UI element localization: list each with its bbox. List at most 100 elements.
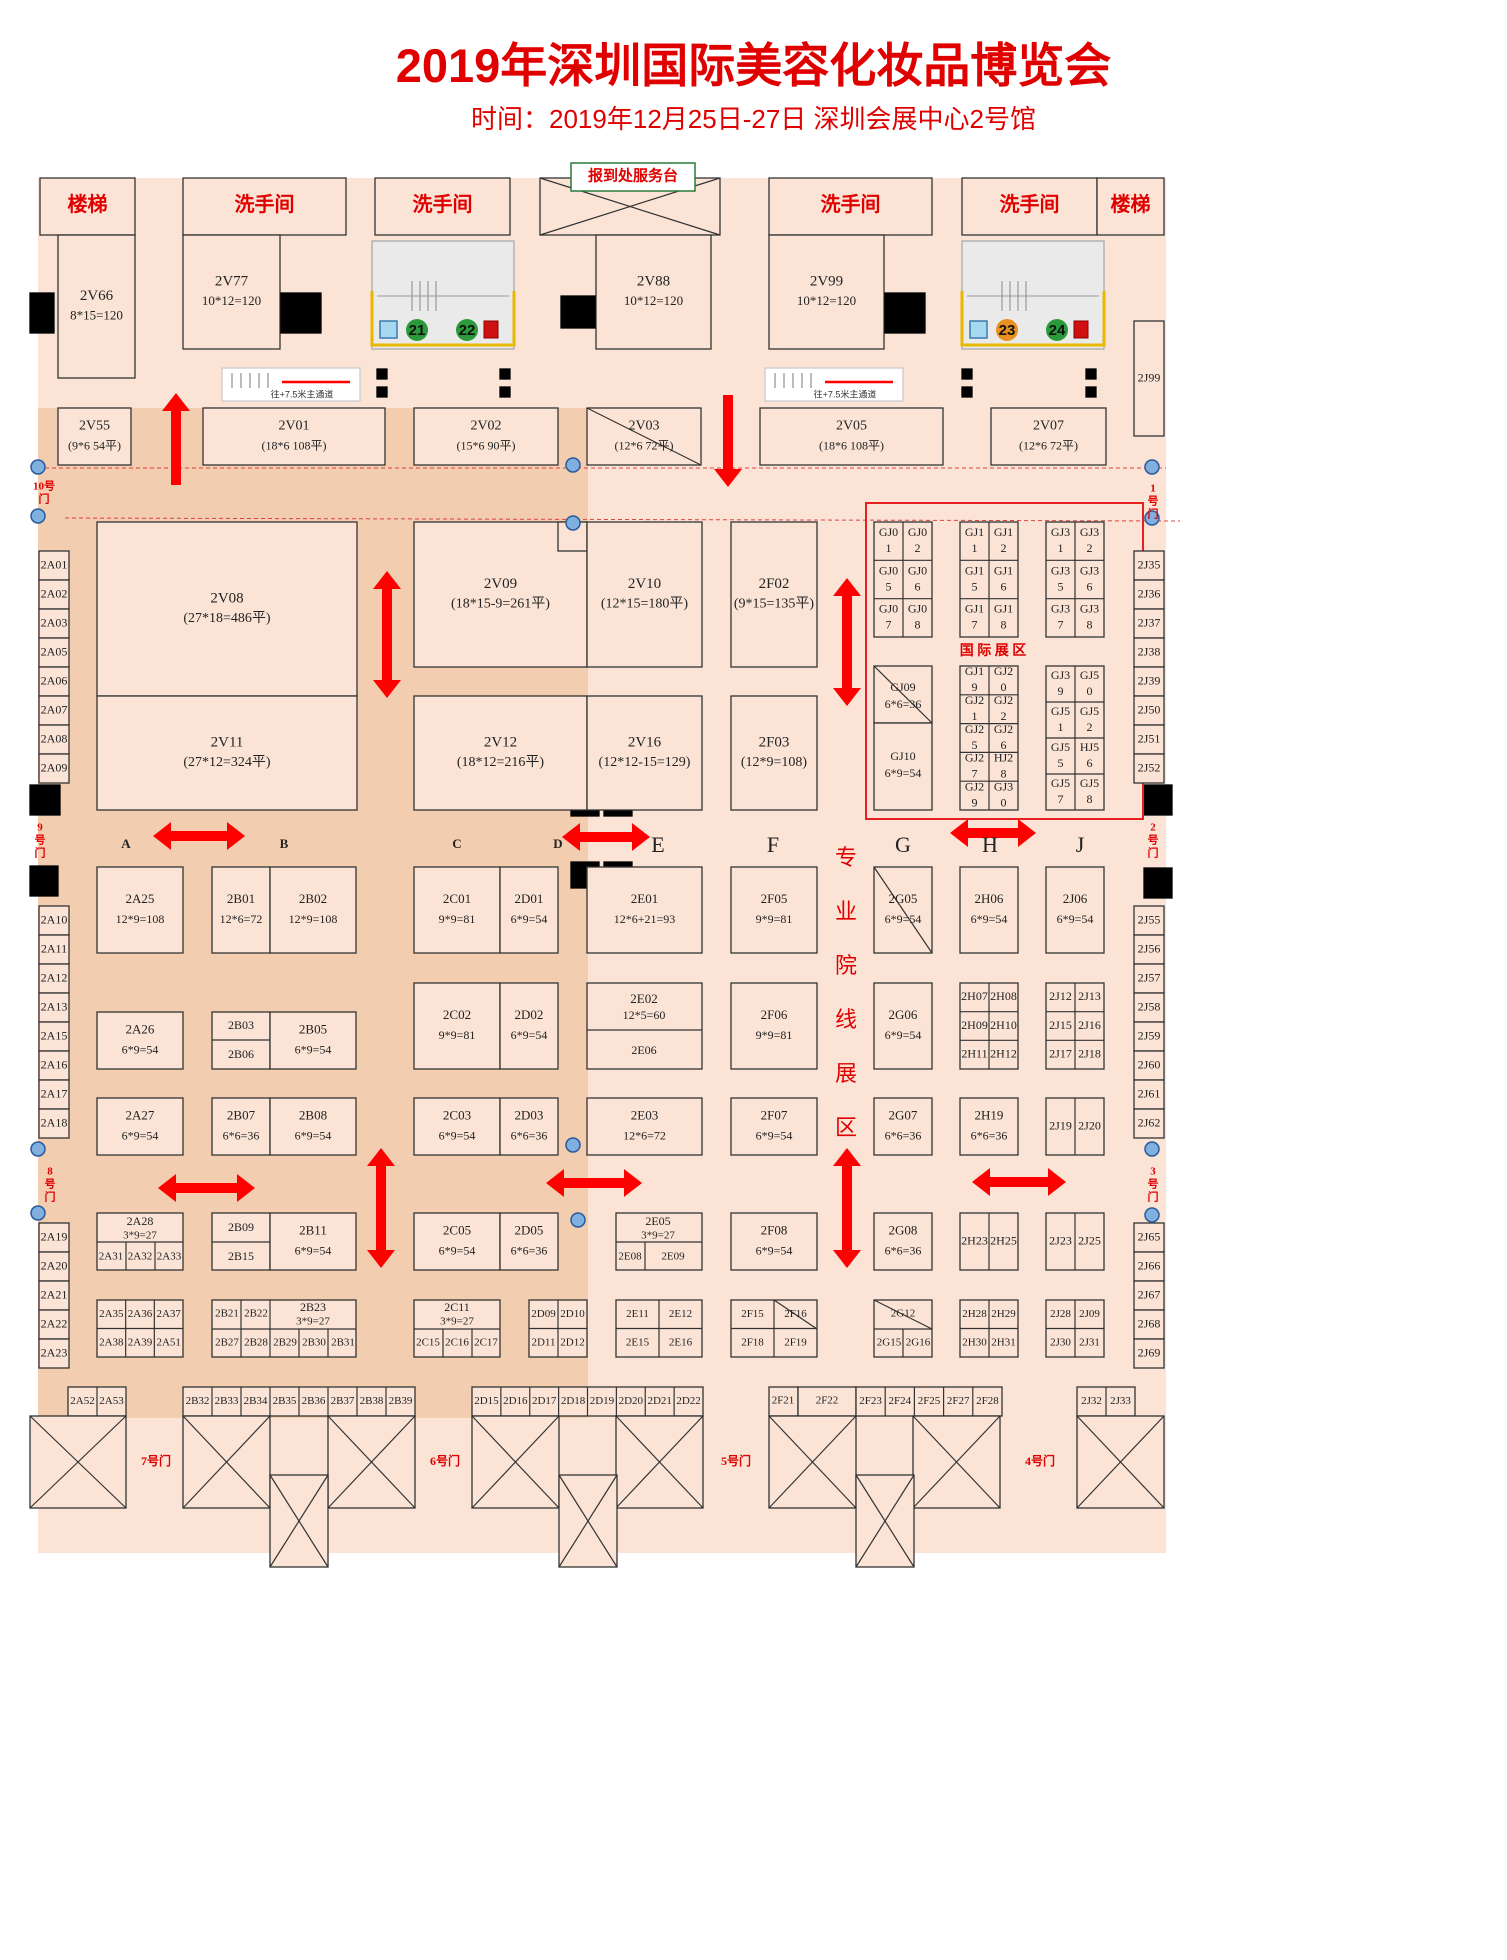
booth-2g08 <box>873 1212 933 1271</box>
booth-id: 2A12 <box>41 970 68 984</box>
arrow-head <box>714 469 742 487</box>
main-aisle-label: 往+7.5米主通道 <box>814 388 877 399</box>
booth-2j58 <box>1133 992 1165 1023</box>
booth-id: 2J35 <box>1138 557 1161 571</box>
booth-id: 2F21 <box>772 1395 795 1407</box>
booth-size: 6*9=54 <box>885 766 922 780</box>
booth-id: GJ3 <box>1051 525 1070 539</box>
booth-id: 2A10 <box>41 912 68 926</box>
booth-size: 6*6=36 <box>511 1128 548 1142</box>
booth-size: 6*9=54 <box>511 912 548 926</box>
booth-id: 1 <box>886 541 892 555</box>
booth-id: 2A07 <box>41 702 68 716</box>
booth-size: 6*6=36 <box>511 1243 548 1257</box>
booth-size: 9*9=81 <box>756 1028 793 1042</box>
arrow-head <box>546 1169 564 1197</box>
booth-2a18 <box>38 1108 70 1139</box>
booth-id: 2A16 <box>41 1057 68 1071</box>
booth-size: 3*9=27 <box>296 1316 330 1328</box>
booth-size: 6*9=54 <box>295 1128 332 1142</box>
booth-id: GJ2 <box>965 693 984 707</box>
column-marker <box>1085 368 1097 380</box>
booth-id: 1 <box>1058 720 1064 734</box>
booth-id: 2A17 <box>41 1086 68 1100</box>
booth-id: 2B36 <box>302 1395 326 1407</box>
flow-arrow <box>367 1148 395 1268</box>
booth-id: 2A20 <box>41 1258 68 1272</box>
booth-2a21 <box>38 1280 70 1311</box>
booth-id: 8 <box>1001 767 1007 781</box>
arrow-shaft <box>564 1178 624 1188</box>
booth-id: 2E01 <box>631 891 658 906</box>
booth-id: 2J57 <box>1138 970 1161 984</box>
booth-2v99 <box>768 234 885 350</box>
booth-id: 2A05 <box>41 644 68 658</box>
booth-id: 2J16 <box>1078 1018 1101 1032</box>
cross-line <box>586 407 702 466</box>
booth-id: 1 <box>1058 541 1064 555</box>
restroom-block <box>768 177 933 236</box>
arrow-head <box>624 1169 642 1197</box>
pillar <box>29 784 61 816</box>
booth-id: 2E08 <box>618 1251 642 1263</box>
reception-sign <box>570 162 696 192</box>
booth-size: 6*6=36 <box>885 697 922 711</box>
booth-2j39 <box>1133 666 1165 697</box>
booth-id: 2V08 <box>210 590 243 606</box>
door-label: 号 <box>1148 834 1159 847</box>
booth-id: HJ2 <box>994 751 1013 765</box>
booth-id: 2A21 <box>41 1287 68 1301</box>
pillar <box>280 292 322 334</box>
booth-id: 2F02 <box>759 576 790 592</box>
door-label: 7号门 <box>141 1453 171 1468</box>
stairs-block <box>39 177 136 236</box>
cross-line <box>873 1299 933 1330</box>
booth-id: 2B09 <box>228 1220 254 1234</box>
booth-size: (27*18=486平) <box>183 611 271 626</box>
booth-size: 9*9=81 <box>439 1028 476 1042</box>
pro-zone-label: 区 <box>835 1115 857 1140</box>
pillar <box>29 292 55 334</box>
booth-2a06 <box>38 666 70 697</box>
booth-size: 3*9=27 <box>641 1230 675 1242</box>
booth-id: 2A01 <box>41 557 68 571</box>
booth-id: 2A23 <box>41 1345 68 1359</box>
restroom-block <box>374 177 511 236</box>
booth-size: 6*9=54 <box>295 1042 332 1056</box>
booth-id: GJ3 <box>994 779 1013 793</box>
arrow-head <box>632 823 650 851</box>
main-aisle-sign <box>221 367 361 402</box>
booth-size: (12*6 72平) <box>615 438 674 452</box>
fire-cabinet-icon <box>1073 320 1089 339</box>
booth-2a07 <box>38 695 70 726</box>
booth-id: 2J09 <box>1079 1308 1100 1320</box>
pro-zone-label: 专 <box>835 845 857 870</box>
aisle-letter: D <box>553 836 562 851</box>
booth-2c02 <box>413 982 501 1070</box>
booth-size: 6*9=54 <box>122 1042 159 1056</box>
booth-2g06 <box>873 982 933 1070</box>
booth-id: GJ0 <box>908 563 927 577</box>
entry-marker <box>30 508 46 524</box>
booth-id: GJ1 <box>994 525 1013 539</box>
booth-id: 2 <box>1087 720 1093 734</box>
booth-size: 12*6=72 <box>220 912 263 926</box>
cross-line <box>1076 1415 1165 1509</box>
booth-2g07 <box>873 1097 933 1156</box>
booth-id: 2V11 <box>211 734 244 750</box>
booth-id: 2J62 <box>1138 1115 1161 1129</box>
arrow-shaft <box>842 596 852 688</box>
elevator-number-badge <box>1046 319 1068 341</box>
booth-id: GJ1 <box>994 563 1013 577</box>
booth-id: 2J56 <box>1138 941 1161 955</box>
booth-size: (18*6 108平) <box>262 438 327 452</box>
booth-id: 2B07 <box>227 1107 256 1122</box>
booth-2f07 <box>730 1097 818 1156</box>
booth-id: 2J30 <box>1050 1336 1071 1348</box>
door-label: 门 <box>1148 507 1159 521</box>
booth-id: GJ5 <box>1080 704 1099 718</box>
booth-id: 5 <box>1058 756 1064 770</box>
aisle-letter: G <box>895 832 911 857</box>
elevator-door-icon <box>379 320 398 339</box>
booth-id: GJ0 <box>879 563 898 577</box>
